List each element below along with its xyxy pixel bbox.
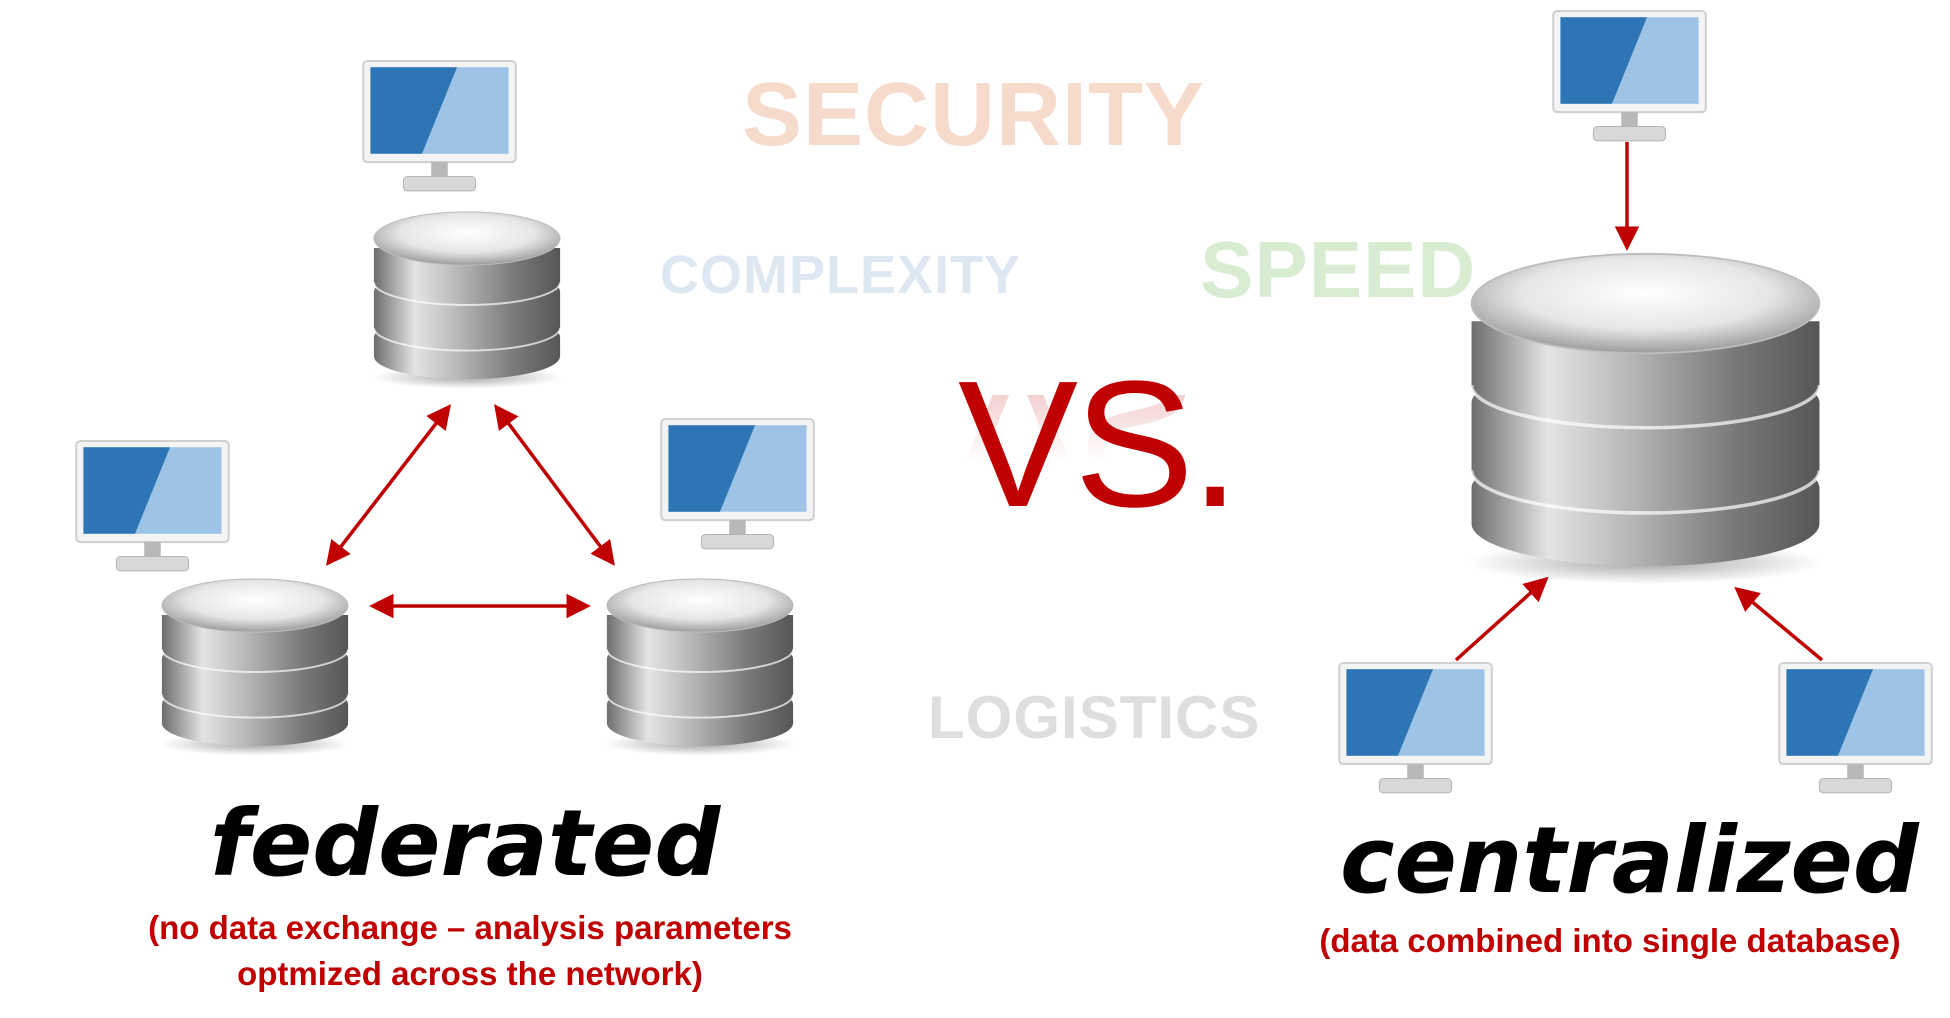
database-icon [160,577,350,757]
security-word: SECURITY [742,65,1206,165]
double-arrow-icon [326,404,451,566]
logistics-word: LOGISTICS [928,684,1261,751]
federated-network [75,60,815,757]
federated-subtitle-line2: optmized across the network) [237,955,703,992]
centralized-subtitle: (data combined into single database) [1319,922,1901,959]
arrow-icon [1454,576,1549,662]
vs-text: VS. [958,344,1240,545]
monitor-icon [362,60,517,192]
federated-subtitle-line1: (no data exchange – analysis parameters [148,909,792,946]
vs-reflection: VS. [958,395,1237,505]
centralized-network [1338,10,1933,794]
monitor-icon [75,440,230,572]
arrow-icon [1734,586,1824,662]
federated-title: federated [209,790,721,897]
double-arrow-icon [494,404,615,566]
database-icon [605,577,795,757]
monitor-icon [1778,662,1933,794]
monitor-icon [1338,662,1493,794]
federated-subtitle: (no data exchange – analysis parameters … [60,905,880,997]
monitor-icon [660,418,815,550]
monitor-icon [1552,10,1707,142]
centralized-title: centralized [1340,807,1919,914]
database-icon [1468,254,1823,584]
database-icon [372,210,562,390]
speed-word: SPEED [1200,225,1477,314]
complexity-word: COMPLEXITY [660,245,1022,305]
